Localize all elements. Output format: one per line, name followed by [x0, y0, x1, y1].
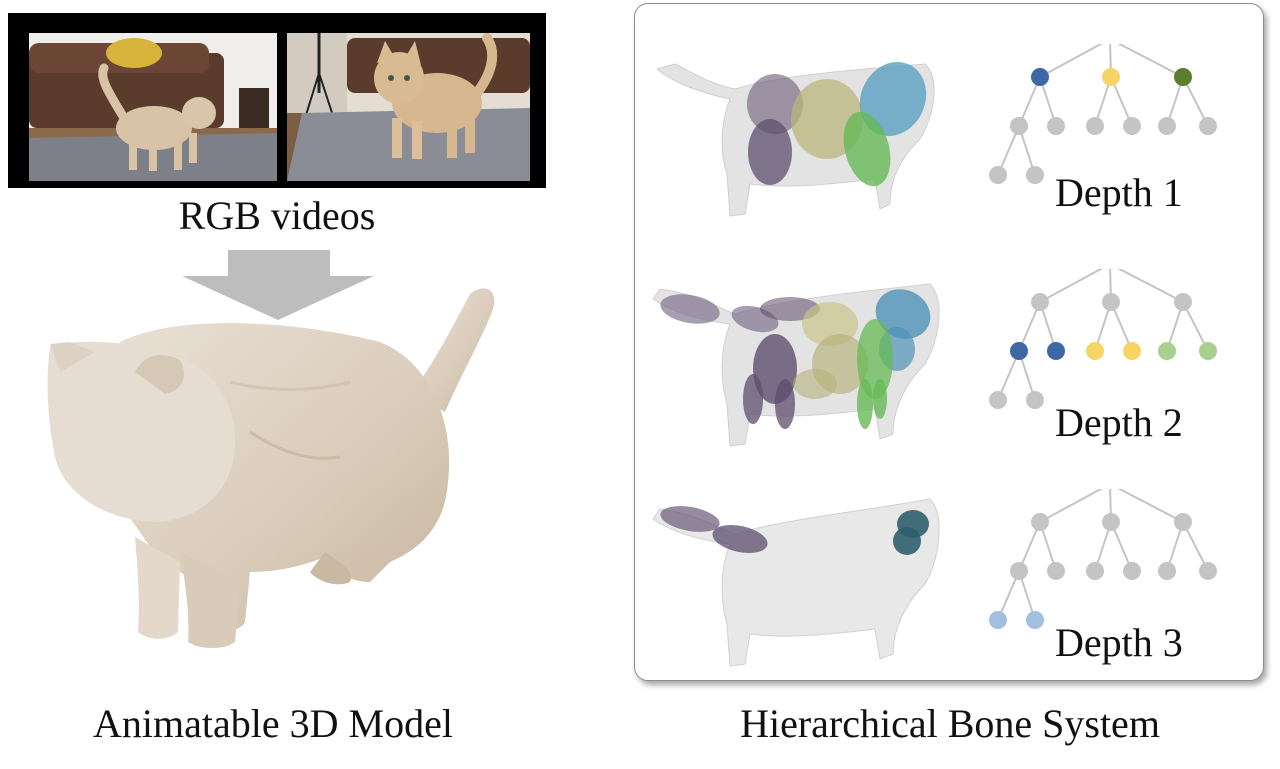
animatable-cat-model: [47, 288, 495, 648]
bone-system-caption: Hierarchical Bone System: [740, 701, 1160, 746]
depth-row-2: Depth 2: [635, 269, 1265, 469]
rgb-video-strip: [8, 13, 546, 188]
depth-2-label: Depth 2: [1055, 400, 1183, 445]
depth-row-1: Depth 1: [635, 44, 1265, 244]
hierarchical-bone-panel: Depth 1: [634, 3, 1264, 681]
depth-3-label: Depth 3: [1055, 620, 1183, 665]
video-frame-1: [29, 33, 277, 181]
animatable-model-caption: Animatable 3D Model: [93, 701, 453, 746]
depth-1-label: Depth 1: [1055, 170, 1183, 215]
rgb-videos-caption: RGB videos: [178, 193, 376, 238]
down-arrow-icon: [182, 250, 374, 320]
video-frame-2: [287, 33, 530, 181]
depth-row-3: Depth 3: [635, 489, 1265, 689]
